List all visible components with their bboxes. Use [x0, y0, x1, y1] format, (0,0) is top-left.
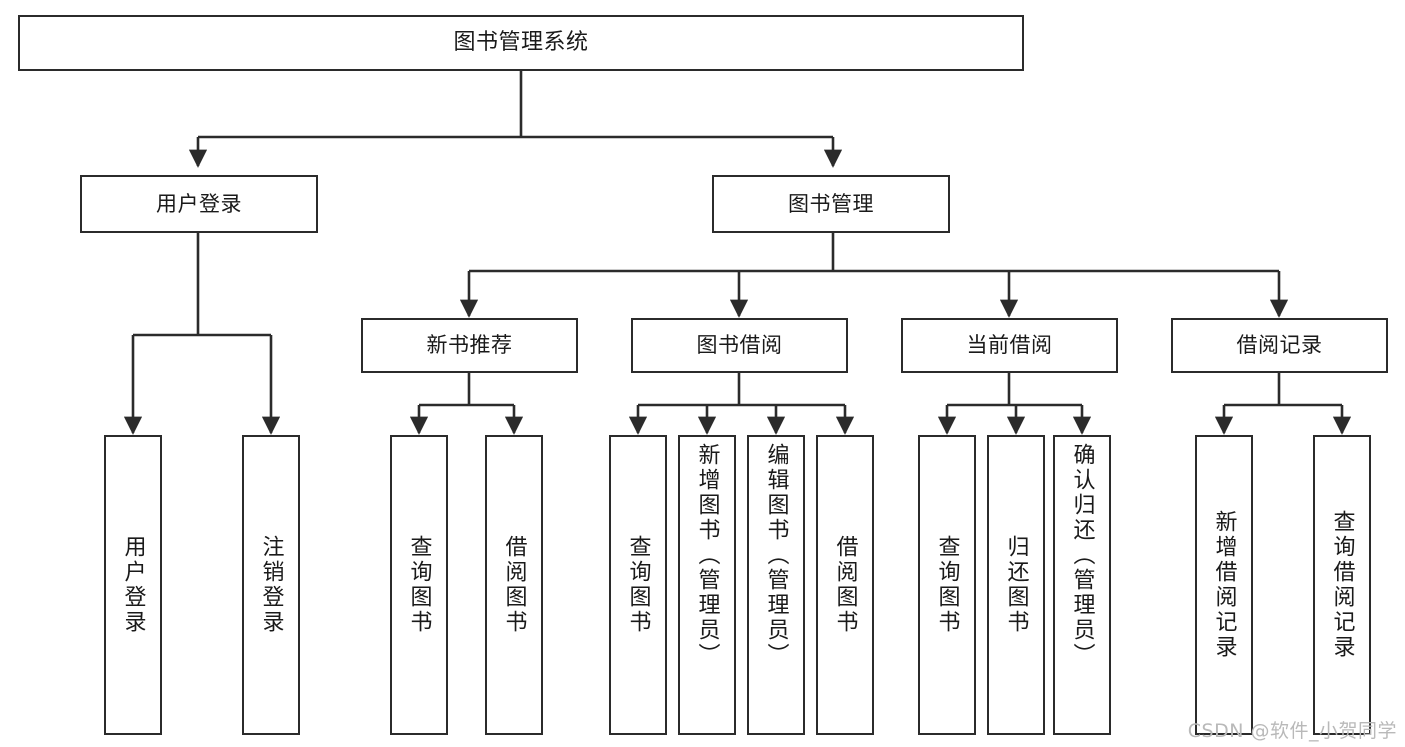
node-user-login[interactable]: 用户登录 [80, 175, 318, 233]
leaf-user-logout[interactable]: 注销登录 [242, 435, 300, 735]
node-label: 借阅记录 [1236, 333, 1323, 358]
node-label: 注销登录 [258, 535, 284, 635]
leaf-query-borrow-record[interactable]: 查询借阅记录 [1313, 435, 1371, 735]
node-label: 图书管理 [788, 191, 874, 216]
node-label: 借阅图书 [832, 535, 858, 635]
node-book-management[interactable]: 图书管理 [712, 175, 950, 233]
leaf-user-login[interactable]: 用户登录 [104, 435, 162, 735]
node-label: 查询借阅记录 [1329, 510, 1355, 660]
node-label: 当前借阅 [966, 333, 1053, 358]
node-label: 图书管理系统 [453, 30, 589, 56]
node-label: 确认归还（管理员） [1069, 443, 1095, 668]
node-borrow-record[interactable]: 借阅记录 [1171, 318, 1388, 373]
node-label: 新增图书（管理员） [694, 443, 720, 668]
node-label: 查询图书 [934, 535, 960, 635]
leaf-add-borrow-record[interactable]: 新增借阅记录 [1195, 435, 1253, 735]
node-label: 用户登录 [120, 535, 146, 635]
csdn-watermark: CSDN @软件_小贺同学 [1187, 720, 1397, 742]
node-new-book-recommend[interactable]: 新书推荐 [361, 318, 578, 373]
node-label: 图书借阅 [696, 333, 783, 358]
node-label: 归还图书 [1003, 535, 1029, 635]
node-label: 查询图书 [406, 535, 432, 635]
leaf-query-book-recommend[interactable]: 查询图书 [390, 435, 448, 735]
leaf-borrow-book[interactable]: 借阅图书 [816, 435, 874, 735]
leaf-query-book-current[interactable]: 查询图书 [918, 435, 976, 735]
node-label: 查询图书 [625, 535, 651, 635]
leaf-confirm-return-admin[interactable]: 确认归还（管理员） [1053, 435, 1111, 735]
node-current-borrow[interactable]: 当前借阅 [901, 318, 1118, 373]
node-book-borrow[interactable]: 图书借阅 [631, 318, 848, 373]
leaf-add-book-admin[interactable]: 新增图书（管理员） [678, 435, 736, 735]
node-label: 借阅图书 [501, 535, 527, 635]
node-label: 编辑图书（管理员） [763, 443, 789, 668]
leaf-borrow-book-recommend[interactable]: 借阅图书 [485, 435, 543, 735]
node-label: 用户登录 [156, 191, 242, 216]
node-label: 新书推荐 [426, 333, 513, 358]
leaf-return-book[interactable]: 归还图书 [987, 435, 1045, 735]
leaf-query-book-borrow[interactable]: 查询图书 [609, 435, 667, 735]
node-root-system[interactable]: 图书管理系统 [18, 15, 1024, 71]
leaf-edit-book-admin[interactable]: 编辑图书（管理员） [747, 435, 805, 735]
node-label: 新增借阅记录 [1211, 510, 1237, 660]
